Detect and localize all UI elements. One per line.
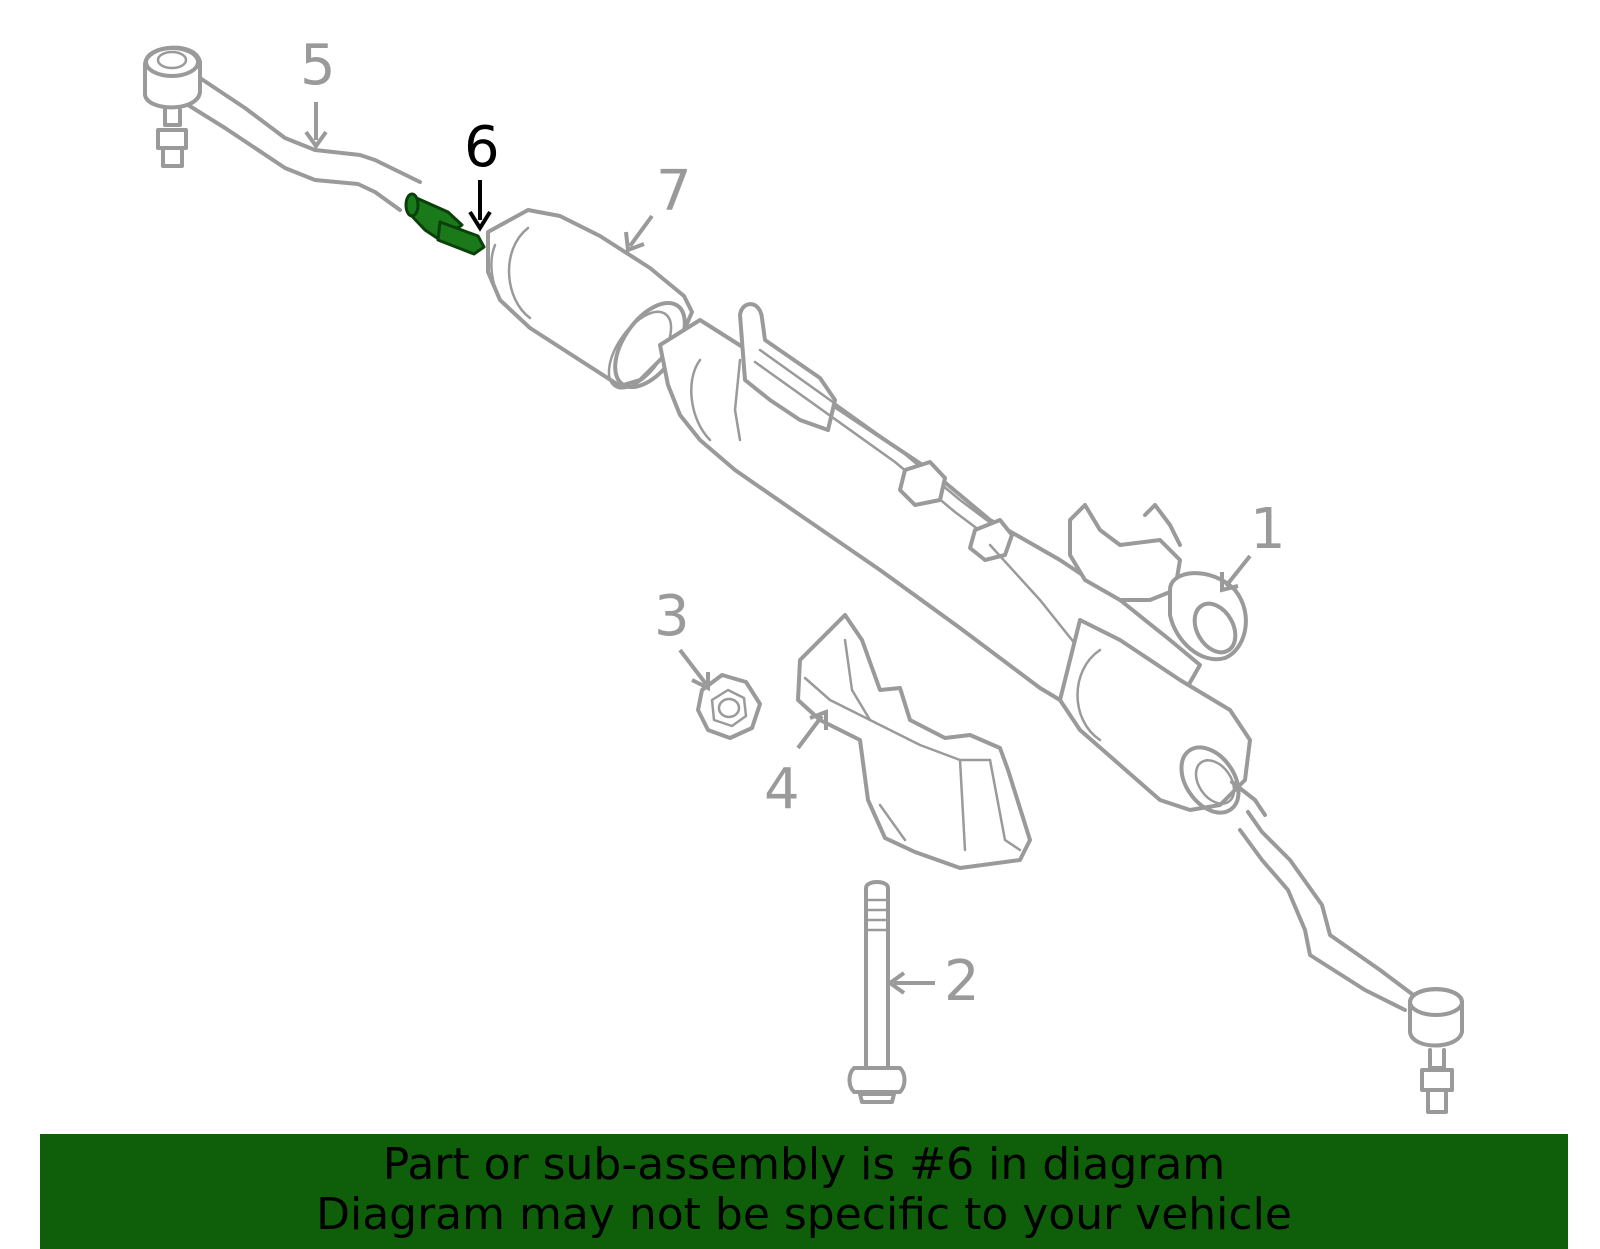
callout-numbers: 1 2 3 4 5 6 7 <box>300 33 1286 1014</box>
leader-lines <box>304 102 1252 995</box>
part-6-highlighted-sleeve[interactable] <box>404 192 486 256</box>
info-banner: Part or sub-assembly is #6 in diagram Di… <box>40 1134 1568 1249</box>
callout-3: 3 <box>654 584 690 649</box>
part-4-bracket[interactable] <box>796 613 1032 870</box>
right-outer-tie-rod[interactable] <box>1238 810 1464 1114</box>
leader-5-head <box>304 130 328 150</box>
part-3-nut[interactable] <box>696 673 762 740</box>
banner-line-2: Diagram may not be specific to your vehi… <box>316 1189 1292 1240</box>
leader-2-head <box>886 971 906 995</box>
leader-7 <box>628 214 654 248</box>
callout-4: 4 <box>764 757 800 822</box>
part-5-outer-tie-rod-left[interactable] <box>143 45 422 212</box>
callout-7: 7 <box>656 159 692 224</box>
leader-3-head <box>691 672 710 692</box>
part-1-steering-rack[interactable] <box>658 302 1267 823</box>
leader-7-head <box>624 231 645 253</box>
banner-line-1: Part or sub-assembly is #6 in diagram <box>382 1139 1226 1190</box>
callout-5: 5 <box>300 33 336 98</box>
part-2-bolt[interactable] <box>847 880 907 1104</box>
leader-4 <box>796 714 824 750</box>
leader-3 <box>678 648 708 686</box>
leader-4-head <box>809 709 828 730</box>
callout-6: 6 <box>464 115 500 180</box>
leader-6-head <box>468 210 492 232</box>
leader-1 <box>1224 554 1252 588</box>
callout-2: 2 <box>944 949 980 1014</box>
callout-1: 1 <box>1250 497 1286 562</box>
leader-1-head <box>1220 572 1239 593</box>
